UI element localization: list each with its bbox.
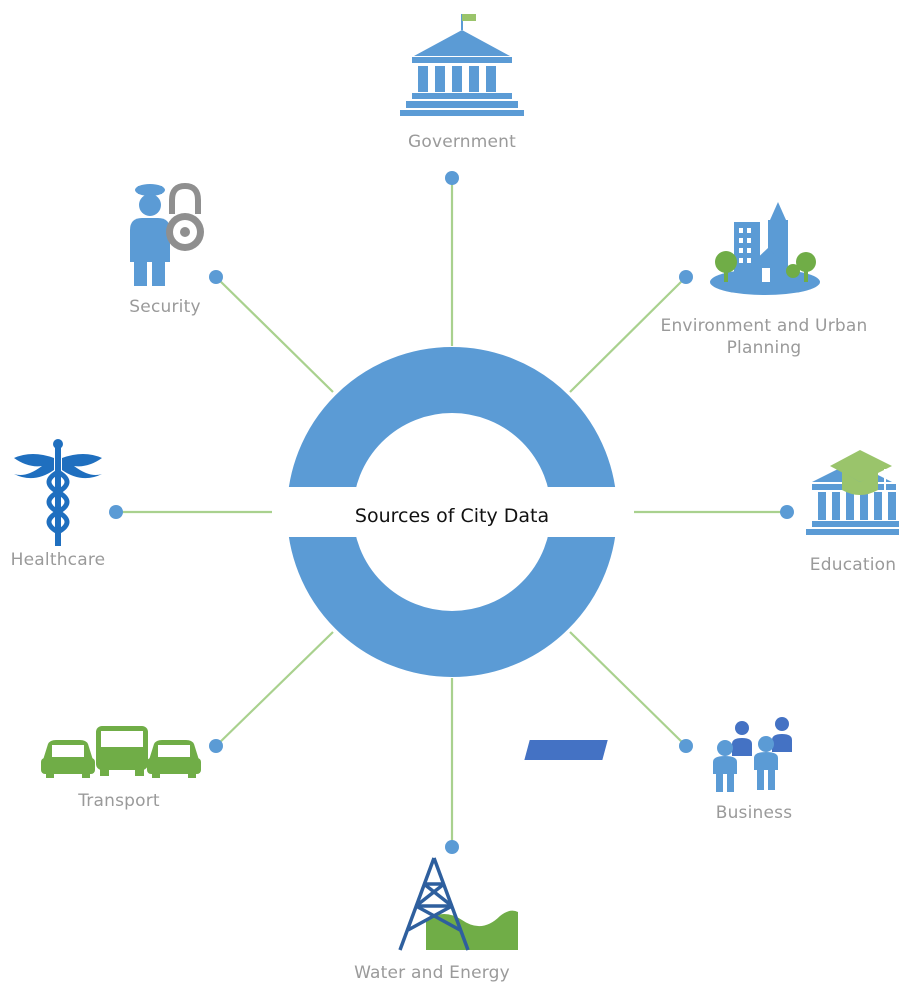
label-environment-line2: Planning [726,338,802,358]
business-people-icon [524,717,792,792]
dot-water-energy [445,840,459,854]
city-buildings-trees-icon [710,202,820,295]
government-building-icon [400,14,524,116]
connector-dots [109,171,794,854]
label-business: Business [715,803,793,823]
dot-government [445,171,459,185]
connector-environment [569,276,687,393]
label-healthcare: Healthcare [10,550,106,570]
caduceus-icon [14,439,102,546]
dot-healthcare [109,505,123,519]
label-security: Security [129,297,201,317]
label-education: Education [809,555,897,575]
dot-transport [209,739,223,753]
dot-business [679,739,693,753]
connector-lines [116,178,787,847]
guard-padlock-icon [130,182,204,286]
center-ring [280,347,624,677]
label-transport: Transport [78,791,160,811]
connector-business [569,631,687,747]
label-environment-urban-planning: Environment and Urban Planning [661,315,868,359]
graduation-cap-building-icon [806,450,899,535]
vehicles-icon [41,726,201,778]
dot-environment [679,270,693,284]
dot-security [209,270,223,284]
label-environment-line1: Environment and Urban [660,316,868,336]
label-water-energy: Water and Energy [354,963,510,983]
connector-security [215,276,334,393]
connector-transport [215,631,334,747]
power-tower-waves-icon [398,857,518,951]
center-title: Sources of City Data [354,505,550,527]
label-government: Government [407,132,517,152]
dot-education [780,505,794,519]
